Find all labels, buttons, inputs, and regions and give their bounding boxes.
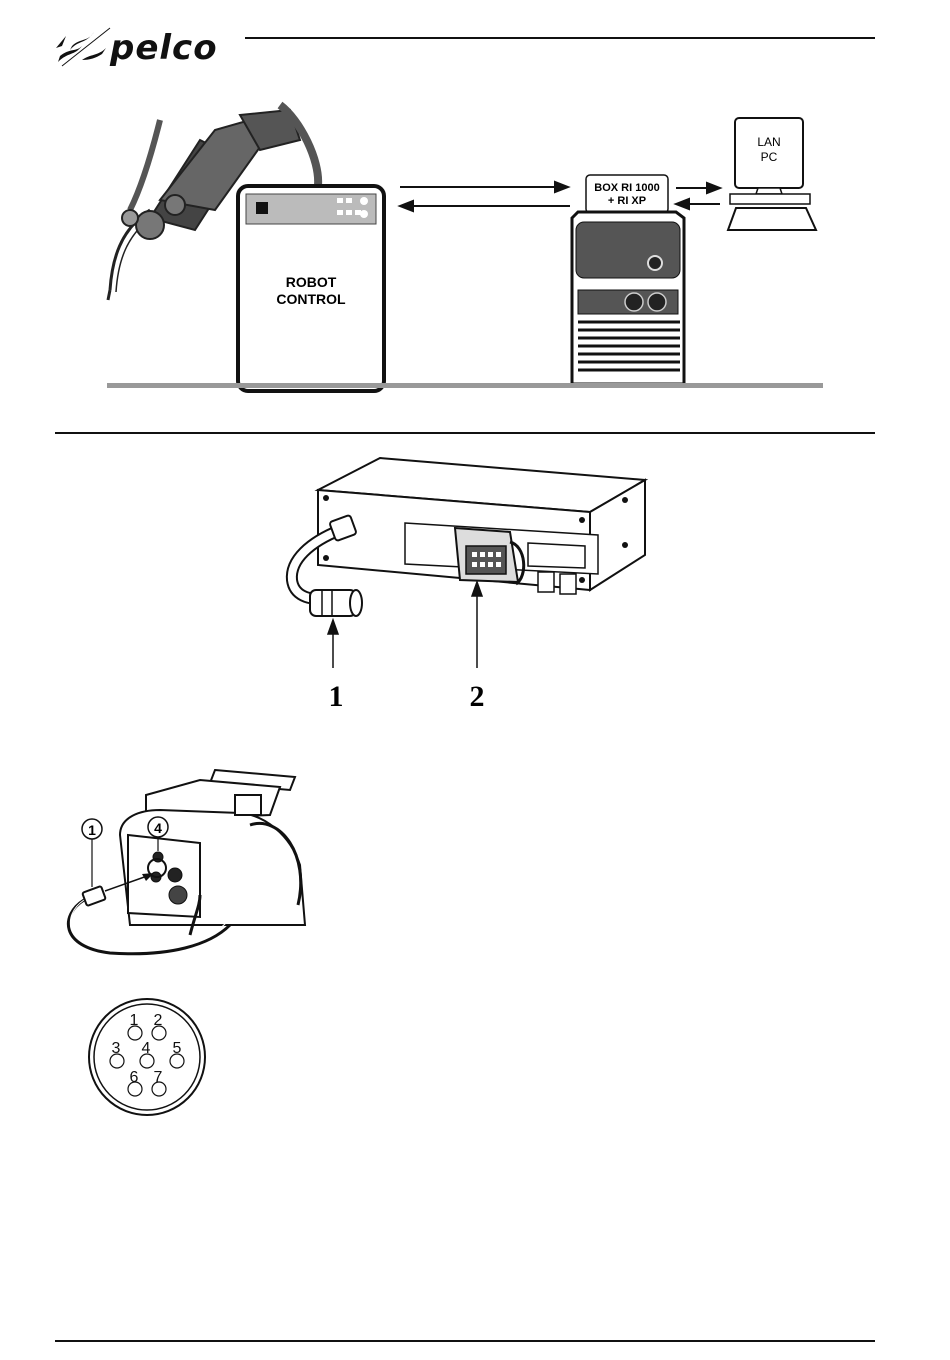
pc-label-1: LAN: [757, 135, 780, 149]
box-ri-label-1: BOX RI 1000: [594, 182, 659, 194]
section-rule: [55, 432, 875, 434]
pin-label-6: 6: [130, 1069, 139, 1086]
connector-pin-diagram: 1 2 3 4 5 6 7: [85, 995, 215, 1125]
box-port-1: [538, 572, 554, 592]
footer-rule: [55, 1340, 875, 1342]
system-diagram: ROBOT CONTROL BOX RI 1000 + RI XP: [0, 100, 950, 400]
floor-line: [107, 383, 823, 388]
pin-label-2: 2: [154, 1012, 163, 1029]
feeder-callout-4: 4: [154, 820, 162, 836]
brand-logo: pelco: [52, 22, 242, 72]
robot-control-label-1: ROBOT: [286, 274, 337, 290]
robot-control-cabinet: ROBOT CONTROL: [238, 186, 384, 391]
pin-label-1: 1: [130, 1012, 139, 1029]
callout-2: 2: [470, 680, 485, 713]
lan-pc: LAN PC: [728, 118, 816, 230]
flame-icon: [52, 22, 112, 72]
pin-label-3: 3: [112, 1040, 121, 1057]
pin-label-7: 7: [154, 1069, 163, 1086]
box-ri-figure: 1 2: [270, 450, 670, 720]
wire-feeder-figure: 1 4: [50, 765, 320, 960]
link-arrows-box-pc: [676, 183, 720, 209]
link-arrows-robot-box: [400, 182, 570, 211]
feeder-callout-1: 1: [88, 822, 96, 838]
header-rule: [245, 37, 875, 39]
logo-wordmark: pelco: [110, 28, 218, 68]
pin-label-4: 4: [142, 1040, 151, 1057]
robot-control-label-2: CONTROL: [276, 291, 346, 307]
pin-label-5: 5: [173, 1040, 182, 1057]
welding-power-source: BOX RI 1000 + RI XP: [572, 175, 684, 384]
box-ri-label-2: + RI XP: [608, 195, 646, 207]
callout-1: 1: [329, 680, 344, 713]
pc-label-2: PC: [761, 150, 778, 164]
power-button-icon: [256, 202, 268, 214]
box-port-2: [560, 574, 576, 594]
